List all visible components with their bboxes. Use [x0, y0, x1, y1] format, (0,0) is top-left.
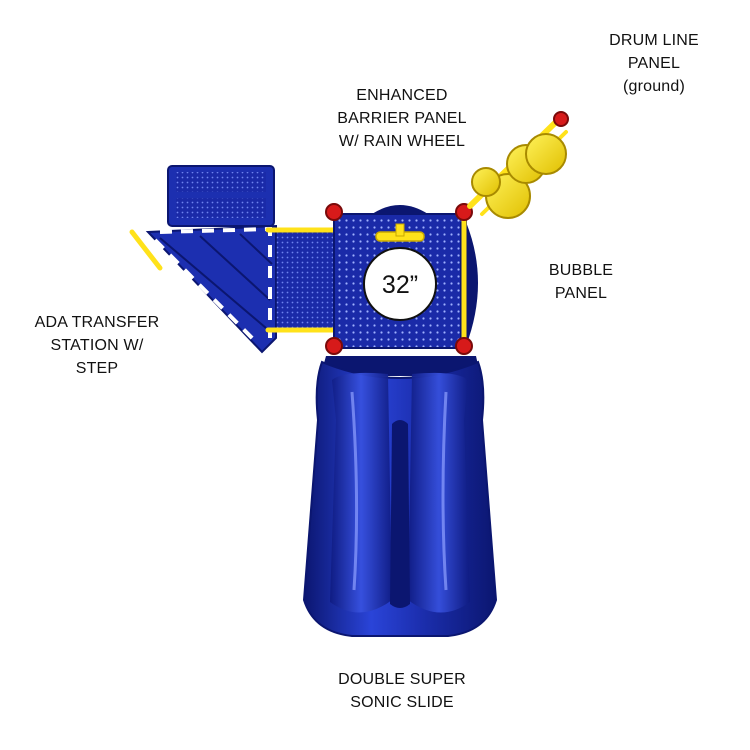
- ada-transfer-station-label-line: STATION W/: [50, 337, 144, 354]
- slide-hood: [316, 356, 484, 392]
- enhanced-barrier-panel-label-line: BARRIER PANEL: [337, 110, 467, 127]
- step-grate-bottom: [176, 198, 266, 218]
- post-cap-top-left: [325, 203, 343, 221]
- bubble-panel-label: BUBBLE PANEL: [536, 259, 626, 305]
- ada-transfer-station-label: ADA TRANSFER STATION W/ STEP: [22, 311, 172, 380]
- walkway-deck: [275, 231, 339, 331]
- transfer-handrail: [129, 229, 163, 271]
- slide-lane-left: [330, 372, 392, 613]
- ada-transfer-station-label-line: STEP: [75, 360, 119, 377]
- drum-line-panel-label-line: PANEL: [627, 55, 681, 72]
- transfer-platform-ribs: [159, 233, 273, 329]
- slide-lane-right: [408, 372, 470, 613]
- double-super-sonic-slide-label-line: DOUBLE SUPER: [338, 671, 466, 688]
- double-super-sonic-slide: [302, 356, 498, 637]
- drum-cap: [553, 111, 569, 127]
- drum-line-panel-label: DRUM LINE PANEL (ground): [598, 29, 710, 98]
- double-super-sonic-slide-label: DOUBLE SUPER SONIC SLIDE: [312, 668, 492, 714]
- drum-3: [525, 133, 567, 175]
- post-cap-bottom-right: [455, 337, 473, 355]
- deck-size-marker: [363, 247, 437, 321]
- enhanced-barrier-panel-label-line: ENHANCED: [356, 87, 448, 104]
- drum-4: [471, 167, 501, 197]
- transfer-platform-edge-dashes: [153, 238, 260, 346]
- step-grate-top: [176, 172, 266, 192]
- bubble-panel-label-line: BUBBLE: [548, 262, 614, 279]
- rain-wheel-post: [395, 223, 405, 237]
- enhanced-barrier-panel-label: ENHANCED BARRIER PANEL W/ RAIN WHEEL: [322, 84, 482, 153]
- drum-line-panel-label-line: DRUM LINE: [609, 32, 699, 49]
- transfer-walkway: [265, 227, 339, 333]
- ada-transfer-station-label-line: ADA TRANSFER: [34, 314, 160, 331]
- post-cap-bottom-left: [325, 337, 343, 355]
- bubble-panel-label-line: PANEL: [554, 285, 608, 302]
- drum-line-panel: [467, 111, 569, 219]
- double-super-sonic-slide-label-line: SONIC SLIDE: [350, 694, 454, 711]
- slide-highlight-left: [350, 391, 359, 591]
- slide-divider: [390, 420, 410, 608]
- enhanced-barrier-panel-label-line: W/ RAIN WHEEL: [338, 133, 466, 150]
- drum-line-panel-label-line: (ground): [622, 78, 686, 95]
- barrier-panel-roof: [372, 205, 428, 214]
- main-deck: 32”: [325, 203, 478, 355]
- deck-size-label: 32”: [382, 271, 418, 299]
- slide-highlight-right: [441, 391, 448, 591]
